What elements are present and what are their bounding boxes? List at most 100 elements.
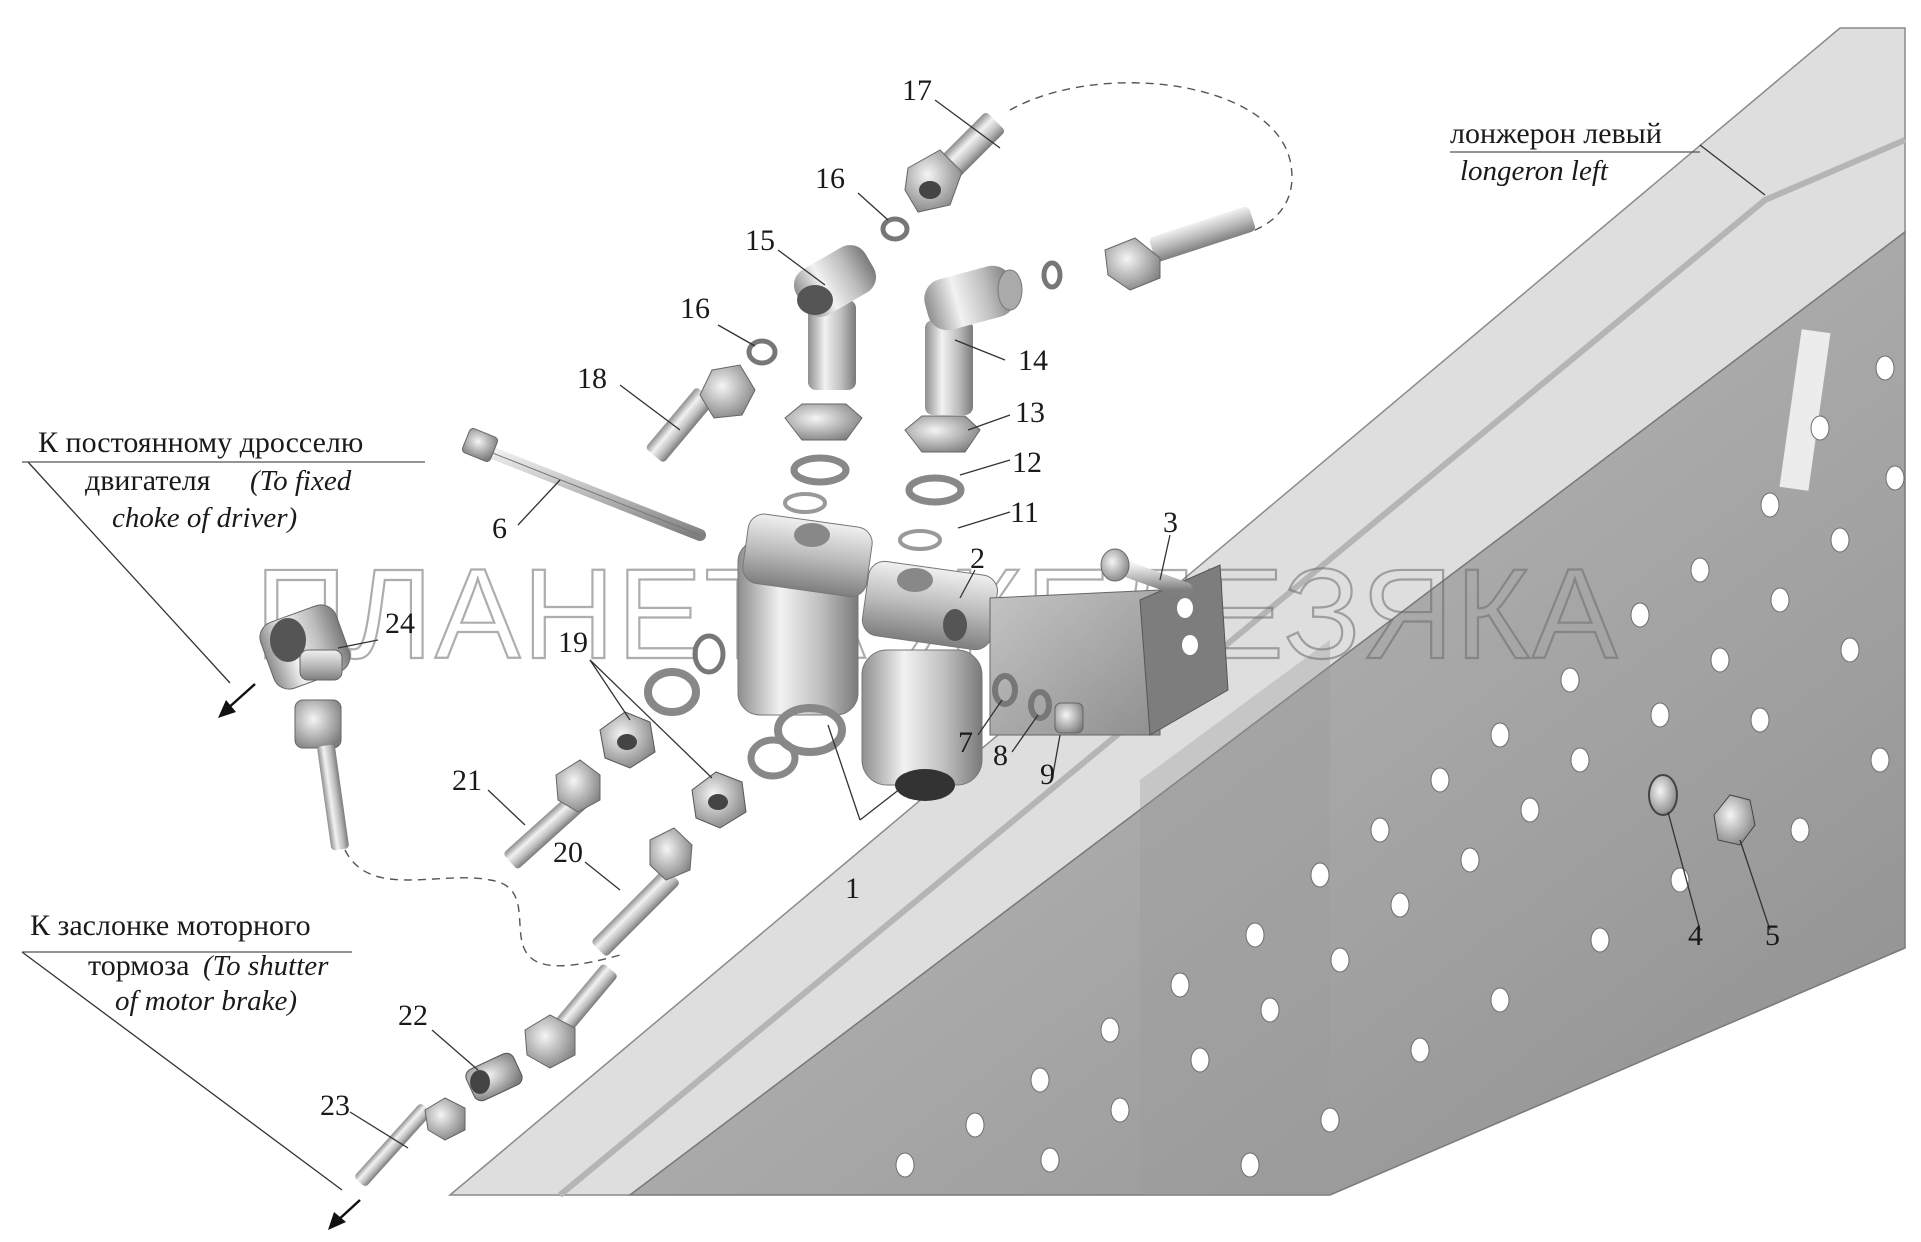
part-number-labels: 1 2 3 4 5 6 7 8 9 11 12 13 14 15 16 16 1… xyxy=(320,74,1780,1122)
longeron-hole xyxy=(1810,415,1830,441)
part-number-13: 13 xyxy=(1015,396,1045,429)
part-19-adapter-upper xyxy=(599,711,656,769)
part-18-fitting xyxy=(646,364,756,462)
part-9-nut xyxy=(1054,702,1084,734)
part-12-washer-left xyxy=(790,454,850,486)
longeron-hole xyxy=(1790,817,1810,843)
callout-fixed-choke: К постоянному дросселю двигателя (To fix… xyxy=(22,426,425,534)
longeron-hole xyxy=(1030,1067,1050,1093)
callout-fixed-choke-ru-line2: двигателя xyxy=(85,464,211,497)
longeron-hole xyxy=(1520,797,1540,823)
longeron-hole xyxy=(1170,972,1190,998)
part-number-4: 4 xyxy=(1688,919,1703,952)
part-number-20: 20 xyxy=(553,836,583,869)
longeron-hole xyxy=(1710,647,1730,673)
part-19-adapter-lower xyxy=(691,771,747,829)
part-7-washer xyxy=(992,673,1018,707)
part-number-12: 12 xyxy=(1012,446,1042,479)
longeron-web xyxy=(627,230,1906,1196)
longeron-hole xyxy=(1570,747,1590,773)
leader-lines xyxy=(21,99,1771,1191)
part-number-6: 6 xyxy=(492,512,507,545)
callout-fixed-choke-en-line2: choke of driver) xyxy=(112,502,297,534)
part-number-21: 21 xyxy=(452,764,482,797)
longeron-hole xyxy=(1390,892,1410,918)
callout-motor-brake-ru-line2: тормоза xyxy=(88,949,189,982)
pipe-route-lower xyxy=(344,849,621,967)
frame-label-en: longeron left xyxy=(1460,155,1609,187)
part-number-9: 9 xyxy=(1040,758,1055,791)
longeron-hole xyxy=(1330,947,1350,973)
longeron-hole xyxy=(1410,1037,1430,1063)
part-number-16-upper: 16 xyxy=(815,162,845,195)
part-number-22: 22 xyxy=(398,999,428,1032)
longeron-hole xyxy=(1260,997,1280,1023)
longeron-hole xyxy=(1590,927,1610,953)
longeron-hole xyxy=(1040,1147,1060,1173)
part-14-elbow xyxy=(924,265,1023,415)
part-number-8: 8 xyxy=(993,739,1008,772)
part-tube-lower xyxy=(524,964,617,1069)
part-24-elbow xyxy=(259,604,351,690)
part-number-5: 5 xyxy=(1765,919,1780,952)
longeron-hole xyxy=(1875,355,1895,381)
longeron-hole xyxy=(1240,1152,1260,1178)
frame-label-ru: лонжерон левый xyxy=(1450,117,1662,150)
part-21-fitting xyxy=(504,759,601,869)
part-number-16-lower: 16 xyxy=(680,292,710,325)
longeron-hole xyxy=(1650,702,1670,728)
parts xyxy=(259,112,1756,1186)
part-8-washer xyxy=(1028,689,1052,721)
longeron-hole xyxy=(1320,1107,1340,1133)
frame-label: лонжерон левый longeron left xyxy=(1450,117,1700,187)
callout-motor-brake-en-line1: (To shutter xyxy=(203,950,329,982)
longeron-hole xyxy=(1630,602,1650,628)
part-number-18: 18 xyxy=(577,362,607,395)
longeron-hole xyxy=(1770,587,1790,613)
longeron-bracket-strip xyxy=(1778,328,1832,492)
part-number-15: 15 xyxy=(745,224,775,257)
part-tube-24 xyxy=(294,699,349,851)
pipe-route-upper xyxy=(1009,82,1293,233)
longeron-hole xyxy=(1870,747,1890,773)
part-3-bolt xyxy=(1100,548,1193,598)
part-11-ring-left xyxy=(783,492,827,514)
part-15-elbow xyxy=(793,245,877,390)
longeron-hole xyxy=(1560,667,1580,693)
part-1-valve-left xyxy=(737,513,873,756)
callout-fixed-choke-ru-line1: К постоянному дросселю xyxy=(38,426,363,459)
part-number-11: 11 xyxy=(1010,496,1039,529)
part-number-7: 7 xyxy=(958,726,973,759)
longeron-hole xyxy=(1840,637,1860,663)
longeron-web-shade xyxy=(1140,640,1330,1195)
longeron-hole xyxy=(1430,767,1450,793)
part-12-washer-right xyxy=(905,474,965,506)
longeron-edge xyxy=(558,137,1907,1198)
callout-motor-brake-ru-line1: К заслонке моторного xyxy=(30,909,311,942)
part-4-washer xyxy=(1648,774,1678,816)
callout-fixed-choke-en-line1: (To fixed xyxy=(250,465,352,497)
part-oring-b xyxy=(644,668,700,716)
longeron-hole xyxy=(1750,707,1770,733)
longeron-hole xyxy=(1245,922,1265,948)
longeron-hole xyxy=(1760,492,1780,518)
longeron-hole xyxy=(1190,1047,1210,1073)
part-16-washer-lower xyxy=(746,338,778,366)
part-20-fitting xyxy=(592,827,693,956)
callout-motor-brake: К заслонке моторного тормоза (To shutter… xyxy=(22,909,352,1017)
longeron-hole xyxy=(1490,722,1510,748)
part-number-17: 17 xyxy=(902,74,932,107)
part-washer-upper-right xyxy=(1041,260,1063,290)
part-number-24: 24 xyxy=(385,607,415,640)
longeron-hole xyxy=(1310,862,1330,888)
part-23-fitting xyxy=(355,1097,466,1186)
part-17-fitting xyxy=(904,112,1005,213)
part-number-19: 19 xyxy=(558,626,588,659)
longeron-hole xyxy=(895,1152,915,1178)
part-5-nut xyxy=(1713,794,1756,846)
longeron-hole xyxy=(1100,1017,1120,1043)
longeron-hole xyxy=(1690,557,1710,583)
part-number-2: 2 xyxy=(970,542,985,575)
